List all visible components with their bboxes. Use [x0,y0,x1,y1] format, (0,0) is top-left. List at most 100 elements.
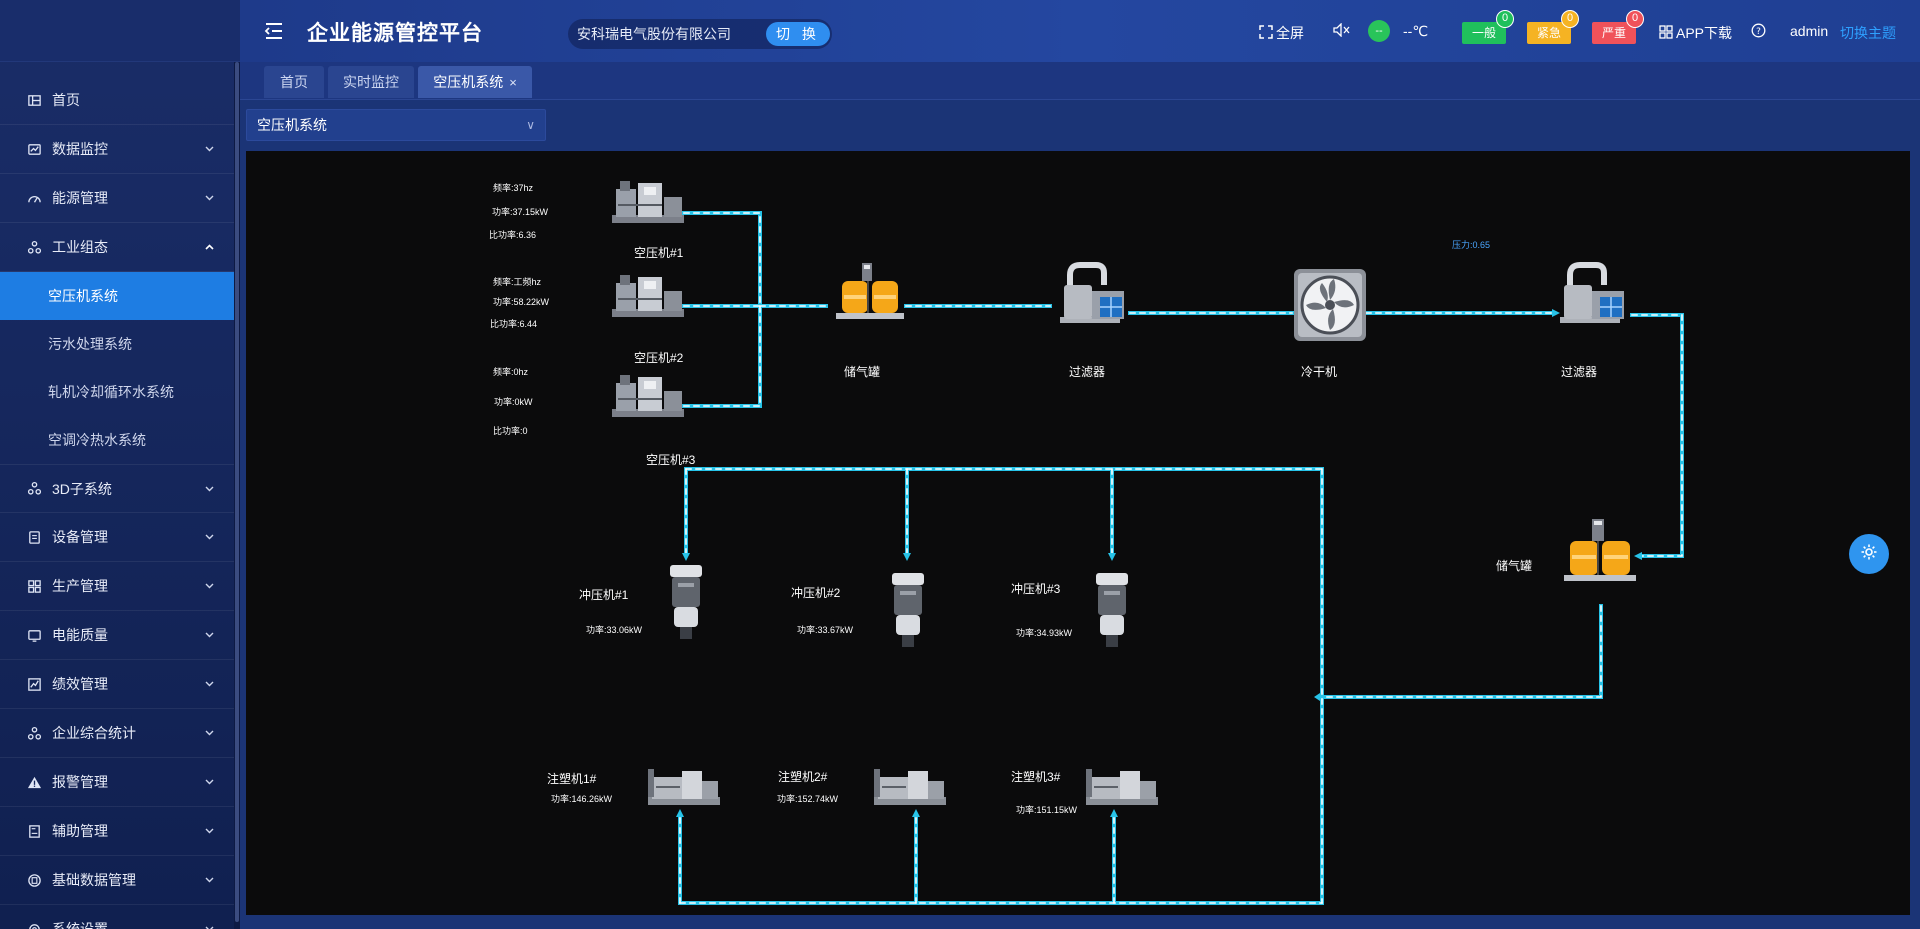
molder-2-power: 功率:152.74kW [777,794,839,804]
sidebar-subitem-compressor[interactable]: 空压机系统 [0,272,234,320]
submenu-industrial: 空压机系统 污水处理系统 轧机冷却循环水系统 空调冷热水系统 [0,272,234,464]
tab-label: 实时监控 [343,74,399,90]
sidebar-item-base-data[interactable]: 基础数据管理 [0,856,234,905]
nodes-icon [26,481,42,497]
compressor-diagram-canvas: 频率:37hz 功率:37.15kW 比功率:6.36 空压机#1 频率:工频h… [246,151,1910,915]
sidebar-item-label: 系统设置 [52,921,108,929]
sidebar-scrollbar[interactable] [234,62,240,929]
chevron-down-icon [204,484,214,494]
alarm-severe-button[interactable]: 严重 0 [1592,10,1644,44]
filter-1-graphic[interactable] [1056,261,1132,332]
sidebar-subitem-rolling-cooling[interactable]: 轧机冷却循环水系统 [48,384,174,400]
alarm-normal-button[interactable]: 一般 0 [1462,10,1514,44]
tab-home[interactable]: 首页 [264,66,324,98]
sidebar-item-label: 企业综合统计 [52,725,136,741]
screen-icon [26,627,42,643]
compressor-2-power: 功率:58.22kW [493,297,550,307]
chevron-down-icon [204,532,214,542]
press-2-name: 冲压机#2 [791,586,841,600]
compressor-1-ratio: 比功率:6.36 [489,230,537,240]
chevron-down-icon: ∨ [526,118,535,132]
pipeline-diagram [676,211,1684,905]
sidebar-item-industrial[interactable]: 工业组态 [0,223,234,272]
sidebar-item-performance[interactable]: 绩效管理 [0,660,234,709]
molder-1-power: 功率:146.26kW [551,794,613,804]
sidebar-item-label: 绩效管理 [52,676,108,692]
menu-toggle-icon[interactable] [264,22,284,40]
tab-realtime-monitor[interactable]: 实时监控 [328,66,414,98]
home-icon [26,92,42,108]
warning-icon [26,774,42,790]
chevron-down-icon [204,581,214,591]
help-icon[interactable]: ? [1751,23,1769,38]
press-1-power: 功率:33.06kW [586,625,643,635]
mute-icon[interactable] [1333,23,1354,37]
press-3-graphic[interactable] [1090,571,1134,656]
alarm-urgent-button[interactable]: 紧急 0 [1527,10,1579,44]
sidebar-item-home[interactable]: 首页 [0,76,234,125]
fullscreen-button[interactable]: 全屏 [1259,23,1304,43]
air-tank-2-graphic[interactable] [1562,515,1638,592]
sidebar-item-equipment[interactable]: 设备管理 [0,513,234,562]
alarm-normal-count: 0 [1496,10,1514,28]
air-tank-1-graphic[interactable] [834,259,906,328]
filter-2-graphic[interactable] [1556,261,1632,332]
alarm-urgent-count: 0 [1561,10,1579,28]
compressor-3-graphic[interactable] [608,369,686,426]
compressor-2-ratio: 比功率:6.44 [490,319,538,329]
alarm-urgent-label: 紧急 [1536,26,1561,40]
chevron-down-icon [204,679,214,689]
chevron-down-icon [204,777,214,787]
temperature-readout: --℃ [1403,23,1429,39]
close-icon[interactable]: × [509,75,517,90]
chevron-down-icon [204,144,214,154]
sidebar-item-system-settings[interactable]: 系统设置 [0,905,234,929]
compressor-1-graphic[interactable] [608,175,686,232]
sidebar: 首页 数据监控 能源管理 工业组态 空压机系统 污水处理系统 轧机冷却循环水系统… [0,0,240,929]
floating-settings-button[interactable] [1849,534,1889,574]
tab-compressor-system[interactable]: 空压机系统× [418,66,532,98]
sidebar-item-production[interactable]: 生产管理 [0,562,234,611]
compressor-2-graphic[interactable] [608,269,686,326]
press-2-graphic[interactable] [886,571,930,656]
chevron-down-icon [204,924,214,929]
sidebar-item-label: 首页 [52,92,80,108]
gauge-icon [26,190,42,206]
tab-label: 首页 [280,74,308,90]
compressor-3-ratio: 比功率:0 [493,426,528,436]
sidebar-subitem-wastewater[interactable]: 污水处理系统 [48,336,132,352]
app-download-button[interactable]: APP下载 [1659,23,1732,43]
sidebar-item-power-quality[interactable]: 电能质量 [0,611,234,660]
chart-icon [26,676,42,692]
chevron-down-icon [204,193,214,203]
press-3-name: 冲压机#3 [1011,582,1061,596]
user-name[interactable]: admin [1790,23,1829,39]
system-select[interactable]: 空压机系统 ∨ [246,109,546,141]
list-icon [26,529,42,545]
alarm-normal-label: 一般 [1471,26,1496,40]
molder-1-graphic[interactable] [646,763,722,814]
chevron-down-icon [204,826,214,836]
sidebar-item-enterprise-stats[interactable]: 企业综合统计 [0,709,234,758]
molder-3-graphic[interactable] [1084,763,1160,814]
sidebar-subitem-hvac-water[interactable]: 空调冷热水系统 [48,432,146,448]
sidebar-item-alarm[interactable]: 报警管理 [0,758,234,807]
sidebar-item-auxiliary[interactable]: 辅助管理 [0,807,234,856]
switch-theme-link[interactable]: 切换主题 [1840,25,1896,41]
flow-arrows [676,309,1642,817]
doc-icon [26,823,42,839]
switch-company-button[interactable]: 切 换 [766,22,830,46]
sidebar-item-data-monitor[interactable]: 数据监控 [0,125,234,174]
nodes-icon [26,725,42,741]
sidebar-item-label: 生产管理 [52,578,108,594]
logo-area [0,0,240,62]
sidebar-item-energy[interactable]: 能源管理 [0,174,234,223]
sidebar-item-label: 设备管理 [52,529,108,545]
scrollbar-thumb[interactable] [235,62,239,922]
sidebar-item-3d[interactable]: 3D子系统 [0,464,234,513]
molder-3-power: 功率:151.15kW [1016,805,1078,815]
molder-2-graphic[interactable] [872,763,948,814]
dryer-graphic[interactable] [1292,267,1368,348]
press-1-graphic[interactable] [664,563,708,648]
sidebar-item-label: 3D子系统 [52,480,112,497]
